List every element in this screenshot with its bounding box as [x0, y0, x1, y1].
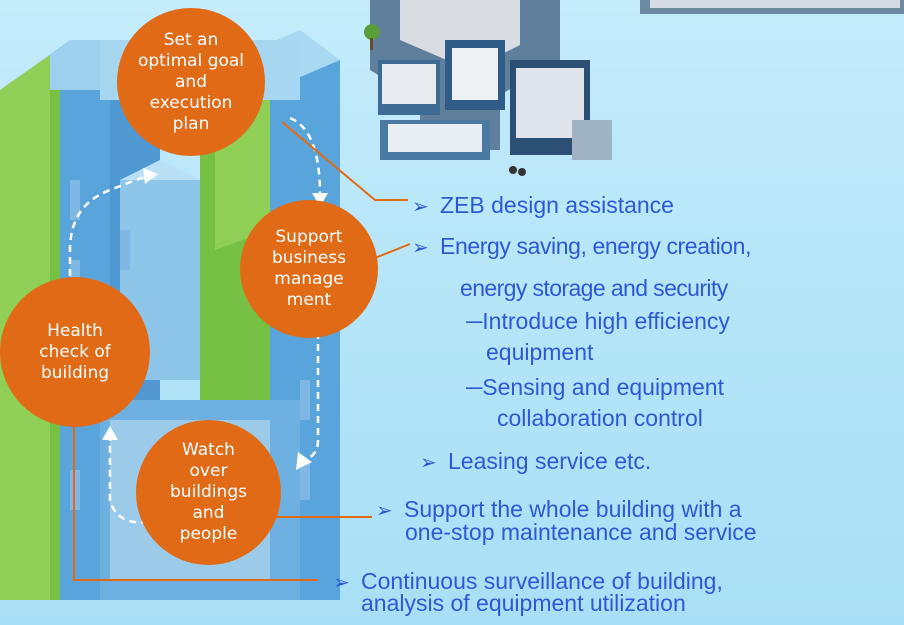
bullet-zeb: ➢ ZEB design assistance: [412, 192, 674, 220]
bullet-zeb-text: ZEB design assistance: [440, 192, 674, 218]
watch-circle: Watch over buildings and people: [136, 420, 281, 565]
connector-lines: [73, 121, 411, 581]
sub-bullet-sensing: ─Sensing and equipment: [466, 374, 724, 400]
bullet-surveillance-line1: Continuous surveillance of building,: [361, 568, 723, 594]
triangle-right-icon: ➢: [412, 237, 429, 259]
triangle-right-icon: ➢: [376, 500, 393, 522]
sub-bullet-sensing-cont: collaboration control: [497, 405, 703, 431]
support-circle: Support business manage ment: [240, 200, 378, 338]
bullet-surveillance: ➢ Continuous surveillance of building,: [333, 568, 723, 596]
bullet-surveillance-line2: analysis of equipment utilization: [361, 590, 686, 616]
bullet-onestop-line1: Support the whole building with a: [404, 496, 742, 522]
sub-bullet-efficiency: ─Introduce high efficiency: [466, 308, 730, 334]
sub-bullet-efficiency-cont: equipment: [486, 339, 594, 365]
office-building-illustration: [364, 0, 904, 176]
triangle-right-icon: ➢: [333, 572, 350, 594]
goal-circle: Set an optimal goal and execution plan: [117, 8, 265, 156]
bullet-onestop-line2: one-stop maintenance and service: [405, 519, 757, 545]
cycle-loop-arrows: [68, 116, 322, 524]
bullet-onestop: ➢ Support the whole building with a: [376, 496, 742, 524]
triangle-right-icon: ➢: [420, 452, 437, 474]
triangle-right-icon: ➢: [412, 196, 429, 218]
loop-arrowheads: [102, 168, 328, 470]
bullet-energy-line1: Energy saving, energy creation,: [440, 233, 752, 259]
health-circle: Health check of building: [0, 277, 150, 427]
bullet-leasing-text: Leasing service etc.: [448, 448, 652, 474]
bullet-energy-line2: energy storage and security: [460, 275, 728, 301]
bullet-energy: ➢ Energy saving, energy creation,: [412, 233, 751, 261]
bullet-leasing: ➢ Leasing service etc.: [420, 448, 651, 476]
